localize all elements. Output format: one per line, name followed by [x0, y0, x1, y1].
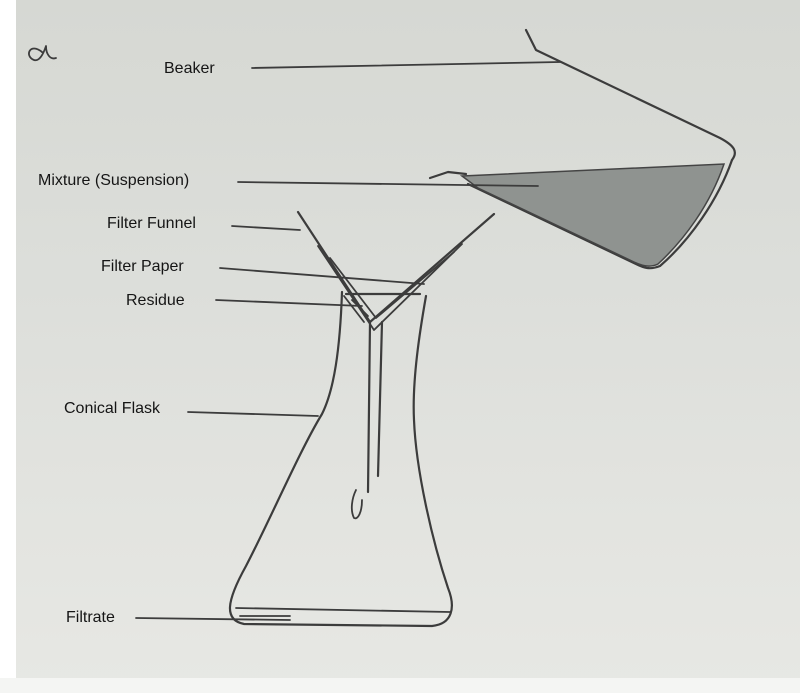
- filter-paper-shape: [317, 243, 463, 331]
- leader-filter-funnel: [231, 225, 301, 231]
- filtrate-label: Filtrate: [66, 609, 115, 626]
- filtrate-liquid: [235, 607, 451, 617]
- filter-funnel-shape: [296, 210, 496, 520]
- conical-flask-shape: [228, 290, 453, 628]
- residue-shape: [343, 295, 369, 323]
- mixture-label: Mixture (Suspension): [38, 172, 190, 189]
- conical-flask-label: Conical Flask: [64, 400, 161, 417]
- corner-scribble: [28, 45, 57, 62]
- leader-residue: [215, 299, 363, 307]
- leader-beaker: [251, 61, 561, 69]
- mixture-liquid: [459, 163, 726, 267]
- paper-left-margin: [0, 0, 16, 693]
- filter-funnel-label: Filter Funnel: [107, 215, 196, 232]
- leader-mixture: [237, 181, 539, 187]
- residue-label: Residue: [126, 292, 185, 309]
- leader-filter-paper: [219, 267, 425, 285]
- beaker-label: Beaker: [164, 60, 215, 77]
- beaker-shape: [428, 28, 736, 270]
- filter-paper-label: Filter Paper: [101, 258, 184, 275]
- paper-bottom-margin: [0, 678, 800, 693]
- leader-filtrate: [135, 617, 291, 621]
- leader-conical-flask: [187, 411, 319, 417]
